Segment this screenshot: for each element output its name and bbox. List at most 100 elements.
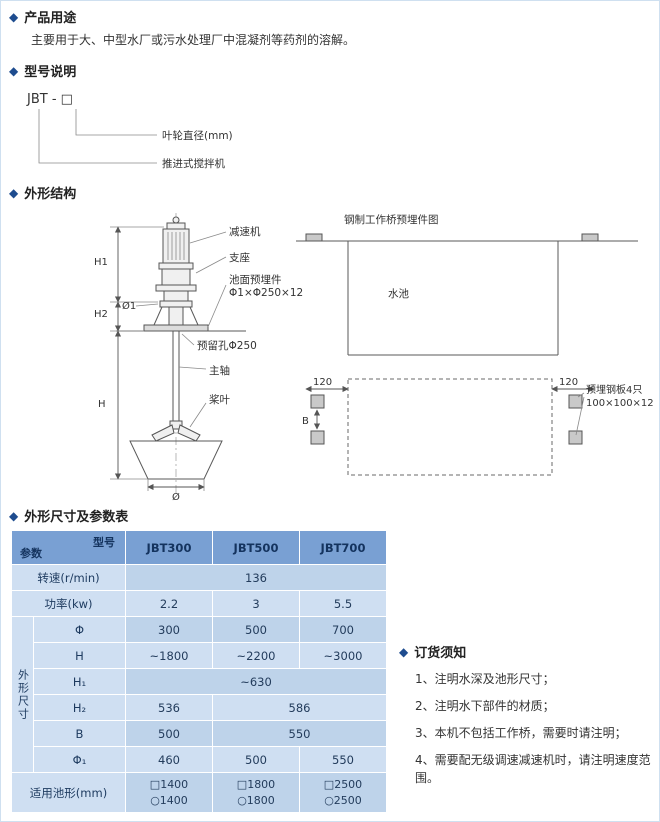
plate-label-2: 100×100×12 <box>586 398 654 409</box>
cell: ~3000 <box>299 642 387 669</box>
order-notes: ◆ 订货须知 1、注明水深及池形尺寸； 2、注明水下部件的材质； 3、本机不包括… <box>399 642 655 787</box>
embed-plate <box>568 430 583 445</box>
mixer-type-label: 推进式搅拌机 <box>162 157 225 170</box>
plate-label-1: 预埋钢板4只 <box>586 383 642 396</box>
embed-plate <box>568 394 583 409</box>
motor-flange <box>158 262 194 270</box>
dims-group-label: 外形尺寸 <box>16 668 30 721</box>
dim-d1-label: Ø1 <box>122 300 136 312</box>
pool-plan-outline <box>347 378 553 476</box>
pool-circle: ○1400 <box>150 793 188 807</box>
order-item: 4、需要配无级调速减速机时，请注明速度范围。 <box>415 753 651 785</box>
diamond-icon: ◆ <box>9 185 19 200</box>
output-flange <box>155 284 197 292</box>
model-header: JBT500 <box>212 530 300 565</box>
leader-line <box>181 333 195 346</box>
support-leg <box>153 306 163 326</box>
power-row-label: 功率(kw) <box>11 590 126 617</box>
section-spec-heading: ◆ 外形尺寸及参数表 <box>9 506 129 526</box>
mixer-drawing: H1 H2 H Ø1 Ø 减速机 支座 池面预埋件 Φ1×Φ250×12 预留孔… <box>94 213 303 503</box>
dim-b-label: B <box>302 416 309 427</box>
leader-line <box>207 284 227 328</box>
embed-label-1: 池面预埋件 <box>229 273 282 286</box>
embed-plate <box>581 233 599 242</box>
motor-fins <box>167 232 185 260</box>
diamond-icon: ◆ <box>399 644 409 659</box>
embed-plate <box>305 233 323 242</box>
section-model-heading: ◆ 型号说明 <box>9 61 77 81</box>
base-plate <box>143 324 209 332</box>
diamond-icon: ◆ <box>9 9 19 24</box>
gearbox <box>161 268 191 286</box>
cell: 550 <box>212 720 387 747</box>
connector-line <box>75 109 157 136</box>
speed-row-label: 转速(r/min) <box>11 564 126 591</box>
support-leg <box>189 306 199 326</box>
row-label-h2: H₂ <box>33 694 126 721</box>
corner-model-label: 型号 <box>93 536 115 549</box>
dim-h2-label: H2 <box>94 309 108 320</box>
cell: 500 <box>125 720 213 747</box>
bridge-title: 钢制工作桥预埋件图 <box>344 213 439 226</box>
corner-cell: 型号 参数 <box>11 530 126 565</box>
cell: 500 <box>212 746 300 773</box>
dims-group-cell: 外形尺寸 <box>11 616 34 773</box>
usage-body: 主要用于大、中型水厂或污水处理厂中混凝剂等药剂的溶解。 <box>31 33 356 47</box>
hole-label: 预留孔Φ250 <box>197 339 257 352</box>
model-code: JBT - □ <box>26 92 73 107</box>
corner-param-label: 参数 <box>20 547 42 560</box>
leader-line <box>577 392 585 398</box>
embed-plate <box>310 430 325 445</box>
spec-title: 外形尺寸及参数表 <box>24 510 129 525</box>
diamond-icon: ◆ <box>9 508 19 523</box>
pool-circle: ○1800 <box>237 793 275 807</box>
cell: 700 <box>299 616 387 643</box>
cell: 500 <box>212 616 300 643</box>
dim-h1-label: H1 <box>94 257 108 268</box>
cell: ~630 <box>125 668 387 695</box>
shaft-coupling <box>168 306 184 326</box>
leader-line <box>189 402 207 428</box>
cell: ~2200 <box>212 642 300 669</box>
cell: 460 <box>125 746 213 773</box>
usage-title: 产品用途 <box>24 11 77 26</box>
speed-value: 136 <box>125 564 387 591</box>
cell: 586 <box>212 694 387 721</box>
coupling <box>163 290 189 302</box>
row-label-h: H <box>33 642 126 669</box>
blade-label: 桨叶 <box>209 393 230 406</box>
power-value: 5.5 <box>299 590 387 617</box>
row-label-h1: H₁ <box>33 668 126 695</box>
bridge-drawing: 钢制工作桥预埋件图 水池 120 120 B 预埋钢板4只 100 <box>296 213 654 476</box>
pool-cell: □1800 ○1800 <box>212 772 300 813</box>
cell: 300 <box>125 616 213 643</box>
order-item: 3、本机不包括工作桥，需要时请注明； <box>415 726 627 740</box>
pool-cell: □1400 ○1400 <box>125 772 213 813</box>
pool-square: □2500 <box>323 777 363 791</box>
cell: ~1800 <box>125 642 213 669</box>
embed-plate <box>310 394 325 409</box>
pool-circle: ○2500 <box>324 793 362 807</box>
propeller-blade <box>151 424 175 442</box>
main-shaft <box>172 330 180 424</box>
order-item: 2、注明水下部件的材质； <box>415 699 555 713</box>
pool-row-label: 适用池形(mm) <box>11 772 126 813</box>
support-plate <box>159 300 193 308</box>
row-label-b: B <box>33 720 126 747</box>
support-label: 支座 <box>229 251 250 264</box>
leader-line <box>575 396 585 436</box>
embed-label-2: Φ1×Φ250×12 <box>229 287 303 299</box>
dim-h-label: H <box>98 399 106 410</box>
model-title: 型号说明 <box>24 65 77 80</box>
leader-line <box>135 303 159 307</box>
order-title: 订货须知 <box>414 646 467 661</box>
model-code-diagram: JBT - □ 叶轮直径(mm) 推进式搅拌机 <box>26 92 233 170</box>
motor-cap <box>166 222 186 230</box>
cell: 536 <box>125 694 213 721</box>
propeller-hub <box>169 420 183 430</box>
spec-table: 型号 参数 JBT300 JBT500 JBT700 转速(r/min) 136… <box>11 530 387 813</box>
propeller-blade <box>177 424 201 442</box>
diamond-icon: ◆ <box>9 63 19 78</box>
leader-line <box>195 256 227 274</box>
order-item: 1、注明水深及池形尺寸； <box>415 672 555 686</box>
